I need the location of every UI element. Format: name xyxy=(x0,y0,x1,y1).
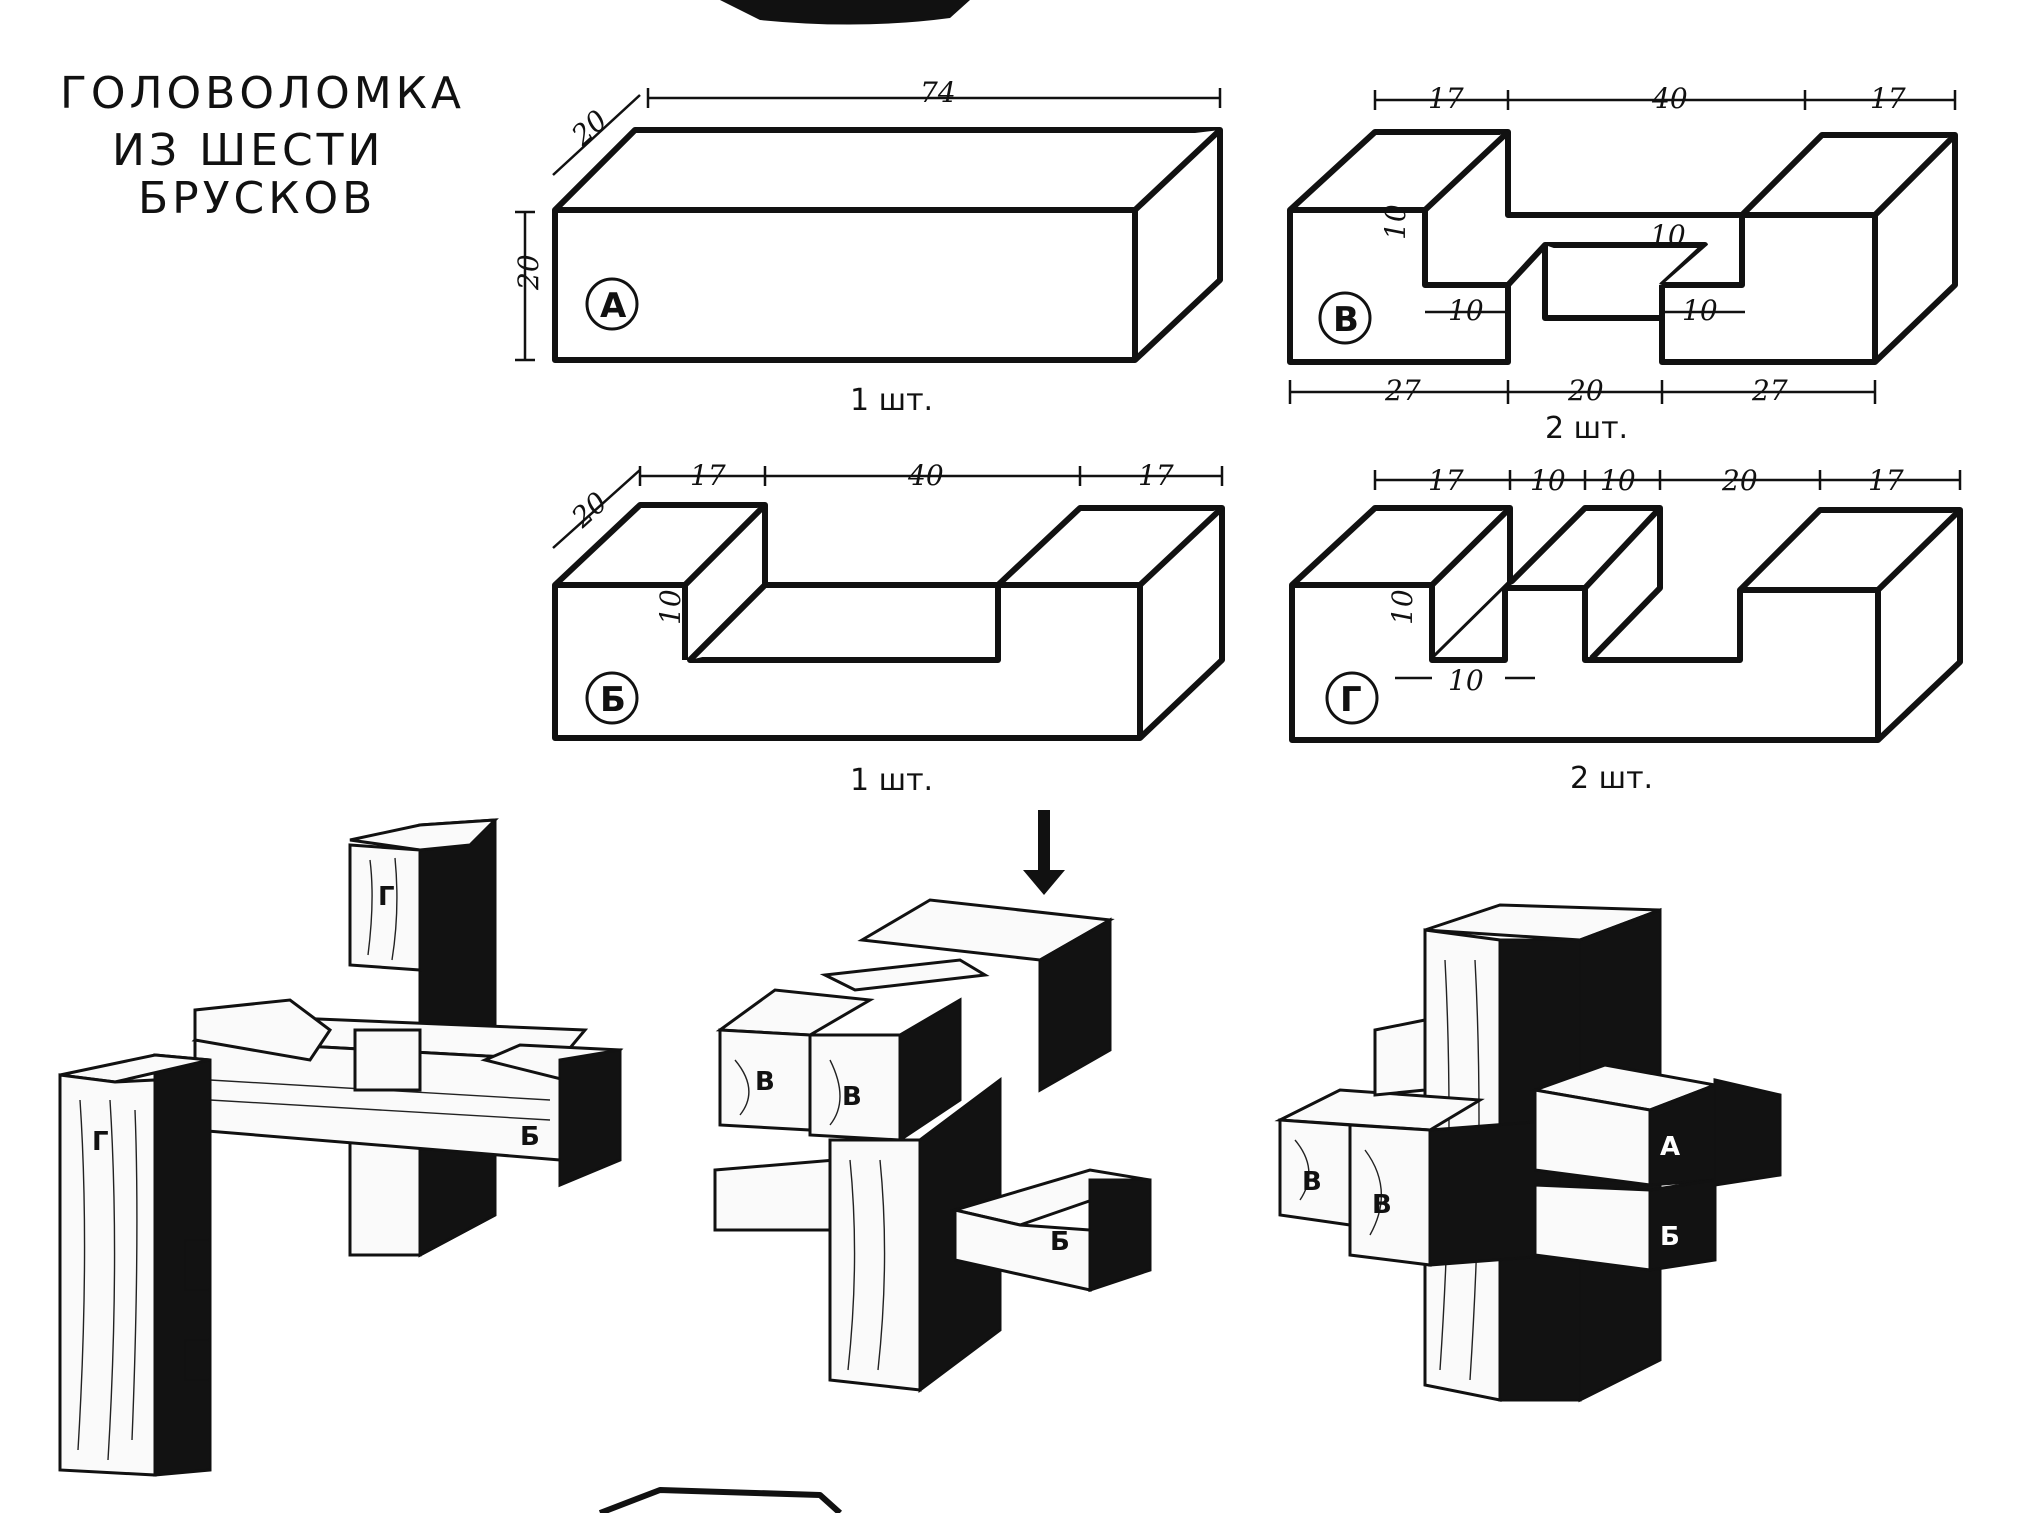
step2-label-v2: В xyxy=(842,1082,862,1112)
step1-label-b: Б xyxy=(520,1122,540,1152)
dim-b-depth: 10 xyxy=(654,589,687,625)
dim-g-bottom: 10 xyxy=(1448,664,1484,697)
dim-v-inner-left: 10 xyxy=(1448,294,1484,327)
piece-v-label: В xyxy=(1333,300,1359,340)
dim-b-width: 20 xyxy=(564,486,613,535)
dim-v-bottom-right: 27 xyxy=(1751,374,1788,407)
dim-v-left: 17 xyxy=(1428,82,1464,115)
scan-smudge xyxy=(720,0,970,25)
dim-v-right: 17 xyxy=(1870,82,1906,115)
step1-g-top-front xyxy=(348,843,422,972)
dim-a-height-line xyxy=(515,210,535,362)
dim-g-right: 17 xyxy=(1868,464,1904,497)
piece-a-label-circle xyxy=(585,277,639,331)
piece-b-label-circle xyxy=(585,671,639,725)
dim-b-left: 17 xyxy=(690,459,726,492)
piece-g-drawing: 17 10 10 20 17 10 10 Г 2 шт. xyxy=(1289,464,1963,796)
dim-a-width: 20 xyxy=(564,104,613,153)
dim-b-right: 17 xyxy=(1138,459,1174,492)
title-line-2: ИЗ ШЕСТИ xyxy=(112,125,384,176)
step1-label-g-top: Г xyxy=(378,882,395,912)
title-line-1: ГОЛОВОЛОМКА xyxy=(60,68,465,119)
assembly-step-2: В В Б xyxy=(713,810,1152,1393)
dim-v-middle: 40 xyxy=(1651,82,1688,115)
assembly-step-3: В В А Б xyxy=(1274,903,1782,1403)
title-line-3: БРУСКОВ xyxy=(138,173,376,224)
dim-g-left: 17 xyxy=(1428,464,1464,497)
step3-label-v1: В xyxy=(1302,1167,1322,1197)
dim-v-bottom-middle: 20 xyxy=(1567,374,1604,407)
dim-g-gap3: 20 xyxy=(1721,464,1758,497)
dim-v-depth: 10 xyxy=(1379,204,1412,240)
piece-a-drawing: 74 20 20 А 1 шт. xyxy=(512,76,1223,418)
dim-g-gap2: 10 xyxy=(1600,464,1636,497)
dim-v-slot: 10 xyxy=(1650,219,1686,252)
dim-g-gap1: 10 xyxy=(1530,464,1566,497)
dim-a-height: 20 xyxy=(512,254,545,291)
piece-g-qty: 2 шт. xyxy=(1570,761,1653,796)
dim-v-bottom-left: 27 xyxy=(1384,374,1421,407)
insert-arrow-icon xyxy=(1023,810,1065,895)
step2-label-b: Б xyxy=(1050,1227,1070,1257)
piece-v-outline xyxy=(1287,129,1958,365)
piece-v-qty: 2 шт. xyxy=(1545,411,1628,446)
piece-b-drawing: 17 40 17 20 10 Б 1 шт. xyxy=(552,459,1225,798)
step3-label-v2: В xyxy=(1372,1190,1392,1220)
dim-b-middle: 40 xyxy=(907,459,944,492)
piece-b-label: Б xyxy=(600,680,626,720)
piece-g-outline xyxy=(1289,505,1963,743)
step3-label-a: А xyxy=(1660,1132,1680,1162)
dim-a-width-line xyxy=(552,94,641,176)
dim-g-depth: 10 xyxy=(1386,589,1419,625)
step2-label-v1: В xyxy=(755,1067,775,1097)
bottom-fragment xyxy=(598,1487,843,1513)
piece-v-label-circle xyxy=(1318,291,1372,345)
dim-a-length: 74 xyxy=(920,76,956,109)
dim-v-inner-right: 10 xyxy=(1682,294,1718,327)
piece-b-qty: 1 шт. xyxy=(850,763,933,798)
piece-a-label: А xyxy=(600,286,627,326)
piece-g-label: Г xyxy=(1340,680,1362,720)
piece-a-qty: 1 шт. xyxy=(850,383,933,418)
assembly-step-1: Г Б Г xyxy=(58,818,624,1477)
step3-label-b: Б xyxy=(1660,1222,1680,1252)
step1-label-g-front: Г xyxy=(92,1127,109,1157)
piece-v-drawing: 17 40 17 10 10 10 10 27 20 27 В 2 шт. xyxy=(1287,82,1958,446)
piece-g-label-circle xyxy=(1325,671,1379,725)
dim-a-length-line xyxy=(646,88,1222,108)
title-block: ГОЛОВОЛОМКА ИЗ ШЕСТИ БРУСКОВ xyxy=(60,68,465,224)
